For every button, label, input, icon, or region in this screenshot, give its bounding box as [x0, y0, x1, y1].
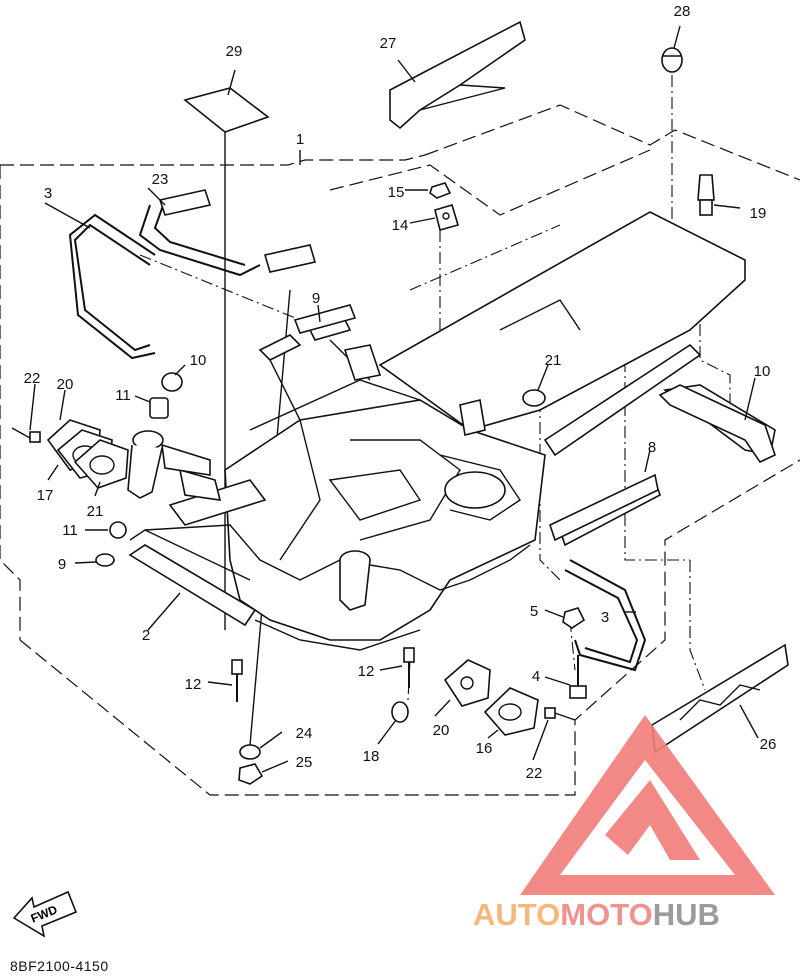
- rail-part-6: [549, 473, 659, 542]
- callout-23: 23: [152, 171, 169, 188]
- cap-part-17: [391, 701, 409, 723]
- callout-19: 20: [433, 722, 450, 739]
- bolt-part-4: [569, 655, 587, 699]
- callout-27: 27: [380, 35, 397, 52]
- watermark-word-moto: MOTO: [560, 897, 652, 932]
- cap-part-21: [522, 389, 546, 407]
- handle-part-23: [138, 189, 317, 277]
- callout-16: 17: [37, 487, 54, 504]
- callout-12-right: 12: [358, 663, 375, 680]
- rivet-part-18: [697, 174, 715, 216]
- callout-14: 15: [388, 184, 405, 201]
- pad-part-29: [183, 87, 270, 133]
- shield-part-27: [389, 20, 526, 130]
- callout-8: 10: [754, 363, 771, 380]
- callout-21: 21: [545, 352, 562, 369]
- nut-part-14: [429, 182, 452, 199]
- callout-5: 5: [530, 603, 538, 620]
- main-frame: [128, 211, 776, 651]
- rivet-part-22-left: [11, 427, 41, 443]
- rivet-part-22-right: [544, 707, 576, 721]
- cap-part-28: [661, 47, 683, 73]
- grommet-part-11-lower: [109, 521, 127, 539]
- nut-part-25: [238, 763, 264, 785]
- watermark-logo: [520, 715, 775, 895]
- fwd-arrow-icon: FWD: [12, 890, 78, 938]
- plate-part-19: [443, 659, 491, 707]
- callout-20-lower: 21: [87, 503, 104, 520]
- bolt-part-12-right: [403, 647, 415, 688]
- bolt-part-12-left: [231, 659, 243, 702]
- part-code: 8BF2100-4150: [10, 958, 109, 974]
- callout-10: 10: [190, 352, 207, 369]
- nut-part-5: [562, 607, 586, 629]
- callout-11-upper: 11: [115, 387, 131, 404]
- callout-2: 2: [142, 627, 150, 644]
- callout-25: 25: [296, 754, 313, 771]
- watermark-word-auto: AUTO: [473, 897, 560, 932]
- plate-part-15: [483, 687, 539, 736]
- shock-mount-left: [127, 430, 211, 499]
- callout-13: 14: [392, 217, 409, 234]
- callout-3-right: 3: [601, 609, 609, 626]
- callout-11-lower: 11: [62, 522, 78, 539]
- callout-4: 4: [532, 668, 540, 685]
- callout-9: 9: [58, 556, 66, 573]
- rail-part-8: [658, 384, 776, 464]
- bracket-part-13: [434, 204, 460, 231]
- bumper-left-part-3: [68, 213, 156, 360]
- callout-6: 8: [648, 439, 656, 456]
- watermark-text: AUTOMOTOHUB: [473, 897, 720, 932]
- callout-1: 1: [296, 131, 304, 148]
- callout-7: 9: [312, 290, 320, 307]
- callout-labels: 29 27 28 1 23 3 15 14 19 9 10 21 10 22 2…: [24, 3, 777, 782]
- grommet-part-9: [95, 553, 115, 567]
- callout-28: 28: [674, 3, 691, 20]
- callout-3-left: 3: [44, 185, 52, 202]
- callout-20-upper: 20: [57, 376, 74, 393]
- callout-17: 18: [363, 748, 380, 765]
- leader-lines: [29, 25, 759, 773]
- callout-29: 29: [226, 43, 243, 60]
- callout-15: 16: [476, 740, 493, 757]
- plate-part-20-b: [73, 439, 129, 489]
- watermark-word-hub: HUB: [653, 897, 720, 932]
- grommet-part-10: [161, 372, 183, 392]
- callout-22-left: 22: [24, 370, 41, 387]
- watermark-triangle-icon: [520, 715, 775, 895]
- callout-12-left: 12: [185, 676, 202, 693]
- callout-22-right: 22: [526, 765, 543, 782]
- bumper-right-part-3: [564, 559, 647, 672]
- callout-26: 26: [760, 736, 777, 753]
- callout-24: 24: [296, 725, 313, 742]
- bracket-part-7: [293, 304, 357, 334]
- grommet-part-11-upper: [149, 397, 169, 419]
- washer-part-24: [239, 744, 261, 760]
- callout-18: 19: [750, 205, 767, 222]
